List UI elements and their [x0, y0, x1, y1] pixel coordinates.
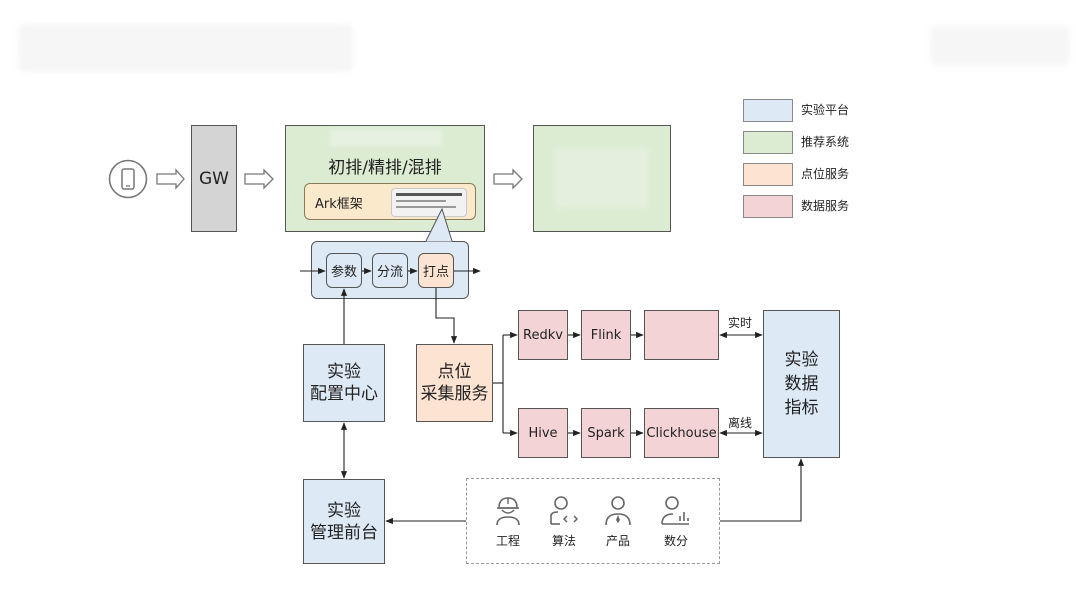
- collection-service-box: 点位 采集服务: [416, 344, 493, 422]
- blurred-logo: [930, 26, 1070, 66]
- role-label-analyst: 数分: [663, 534, 688, 548]
- track-box: 打点: [418, 253, 454, 288]
- analyst-icon: [661, 496, 689, 525]
- blurred-title: [18, 24, 353, 72]
- ark-sdk-thumbnail: [392, 189, 466, 216]
- hollow-arrow-phone-gw: [156, 168, 185, 190]
- legend-swatch-experiment: [743, 99, 793, 122]
- ark-framework-label: Ark框架: [315, 197, 363, 212]
- offline-label: 离线: [728, 416, 753, 430]
- role-product: 产品: [593, 494, 643, 549]
- legend-swatch-data: [743, 195, 793, 218]
- realtime-store-box: [644, 310, 719, 360]
- product-icon: [605, 496, 631, 526]
- engineer-icon: [496, 497, 520, 526]
- legend-label-recommend: 推荐系统: [801, 135, 850, 149]
- role-label-engineer: 工程: [495, 534, 520, 548]
- legend-swatch-tracking: [743, 163, 793, 186]
- role-algorithm: 算法: [539, 494, 589, 549]
- config-center-box: 实验 配置中心: [303, 344, 385, 422]
- param-box: 参数: [326, 253, 362, 288]
- hive-box: Hive: [518, 408, 568, 458]
- legend-swatch-recommend: [743, 131, 793, 154]
- split-box: 分流: [372, 253, 408, 288]
- roles-group: [466, 478, 720, 564]
- hollow-arrow-gw-ranking: [244, 168, 274, 190]
- role-label-algorithm: 算法: [551, 534, 576, 548]
- hollow-arrow-ranking-downstream: [493, 168, 523, 190]
- flink-box: Flink: [581, 310, 631, 360]
- legend-label-data: 数据服务: [801, 199, 850, 213]
- phone-icon: [108, 159, 148, 199]
- metrics-box: 实验 数据 指标: [763, 310, 840, 458]
- role-label-product: 产品: [605, 534, 630, 548]
- legend-label-tracking: 点位服务: [801, 167, 850, 181]
- blurred-ranking-header: [330, 130, 442, 146]
- role-engineer: 工程: [483, 494, 533, 549]
- spark-box: Spark: [581, 408, 631, 458]
- management-console-box: 实验 管理前台: [303, 479, 385, 564]
- gateway-box: GW: [191, 125, 237, 232]
- role-analyst: 数分: [651, 494, 701, 549]
- algorithm-icon: [550, 496, 579, 525]
- ranking-label: 初排/精排/混排: [328, 158, 442, 178]
- redkv-box: Redkv: [518, 310, 568, 360]
- realtime-label: 实时: [728, 316, 753, 330]
- legend-label-experiment: 实验平台: [801, 103, 850, 117]
- callout-pointer: [425, 207, 453, 242]
- clickhouse-box: Clickhouse: [644, 408, 719, 458]
- blurred-downstream-content: [555, 148, 649, 208]
